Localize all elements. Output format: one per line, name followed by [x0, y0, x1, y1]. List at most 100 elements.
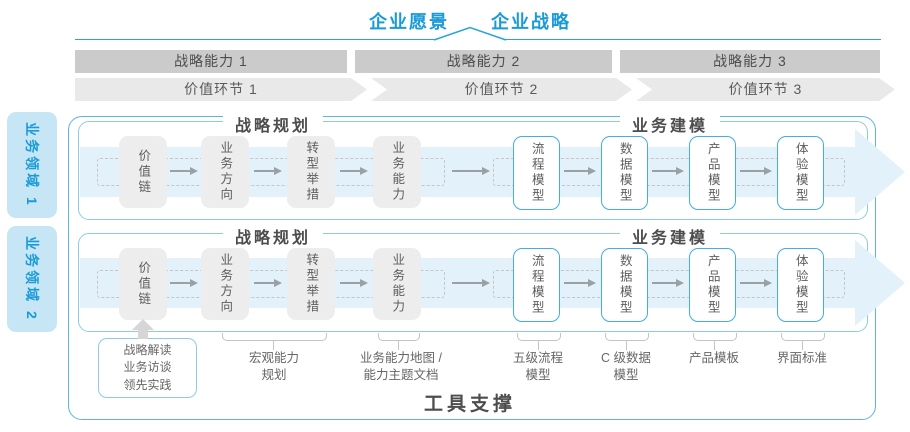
box-label: 业务能力	[390, 141, 405, 203]
business-domain-label-2: 业务领域 2	[7, 226, 57, 332]
group-header-modeling-row2: 业务建模	[619, 224, 721, 248]
flow-arrow-icon	[452, 279, 490, 287]
box-label: 数据模型	[617, 142, 632, 204]
flow-arrow-icon	[452, 167, 490, 175]
flow-arrowhead-row2-icon	[855, 240, 905, 326]
note-line: C 级数据	[600, 351, 652, 365]
box-business-capability-row1: 业务能力	[373, 136, 421, 208]
note-line: 宏观能力	[248, 351, 300, 365]
note-macro-capability: 宏观能力 规划	[249, 351, 299, 385]
modeling-dashed-group-row1	[493, 158, 845, 186]
capability-bar-1: 战略能力 1	[75, 50, 347, 73]
flow-arrow-icon	[170, 167, 198, 175]
value-link-chevron-2: 价值环节 2	[371, 78, 632, 101]
note-capability-map: 业务能力地图 / 能力主题文档	[360, 351, 442, 385]
box-label: 产品模型	[705, 254, 720, 316]
box-value-chain-row1: 价值链	[119, 136, 167, 208]
note-line: 业务能力地图 /	[360, 351, 442, 365]
planning-dashed-group-row2	[97, 270, 445, 298]
box-label: 流程模型	[529, 254, 544, 316]
bracket-stem	[538, 340, 539, 350]
bracket-process-model	[517, 333, 561, 341]
box-label: 转型举措	[304, 253, 319, 315]
inputs-note-box: 战略解读 业务访谈 领先实践	[98, 338, 197, 398]
note-line: 规划	[261, 368, 287, 382]
bracket-stem	[398, 340, 399, 350]
flow-arrow-icon	[170, 279, 198, 287]
tool-support-label: 工具支撑	[423, 394, 517, 415]
box-process-model-row2: 流程模型	[513, 248, 560, 322]
flow-arrow-icon	[740, 279, 772, 287]
note-data-model: C 级数据 模型	[601, 351, 651, 385]
flow-arrow-icon	[740, 167, 772, 175]
box-experience-model-row2: 体验模型	[777, 248, 824, 322]
note-line: 能力主题文档	[363, 368, 439, 382]
bracket-product-template	[693, 333, 737, 341]
note-line: 模型	[525, 368, 551, 382]
business-domain-label-1: 业务领域 1	[7, 112, 57, 218]
bracket-stem	[626, 340, 627, 350]
bracket-stem	[273, 340, 274, 350]
box-label: 业务方向	[218, 253, 233, 315]
bracket-stem	[802, 340, 803, 350]
box-business-capability-row2: 业务能力	[373, 248, 421, 320]
box-experience-model-row1: 体验模型	[777, 136, 824, 210]
capability-bar-3: 战略能力 3	[620, 50, 880, 73]
note-ui-standard: 界面标准	[777, 351, 827, 368]
domain-label-text: 业务领域 1	[24, 122, 40, 208]
capability-bar-2: 战略能力 2	[355, 50, 612, 73]
note-line: 产品模板	[688, 351, 740, 365]
box-value-chain-row2: 价值链	[119, 248, 167, 320]
inputs-line: 业务访谈	[123, 360, 172, 375]
up-arrow-icon	[132, 319, 154, 330]
bracket-capability-map	[378, 333, 420, 341]
flow-arrow-icon	[254, 279, 282, 287]
domain-label-text: 业务领域 2	[24, 236, 40, 322]
note-line: 五级流程	[512, 351, 564, 365]
inputs-line: 领先实践	[123, 377, 172, 392]
box-label: 业务方向	[218, 141, 233, 203]
box-label: 价值链	[136, 148, 151, 196]
bracket-stem	[714, 340, 715, 350]
value-link-chevron-1: 价值环节 1	[75, 78, 367, 101]
page-title: 企业愿景 企业战略	[15, 8, 910, 34]
note-process-model: 五级流程 模型	[513, 351, 563, 385]
flow-arrow-icon	[564, 279, 596, 287]
box-label: 体验模型	[793, 254, 808, 316]
flow-arrow-icon	[564, 167, 596, 175]
box-transformation-initiatives-row1: 转型举措	[287, 136, 335, 208]
box-transformation-initiatives-row2: 转型举措	[287, 248, 335, 320]
note-line: 界面标准	[776, 351, 828, 365]
box-label: 转型举措	[304, 141, 319, 203]
box-label: 产品模型	[705, 142, 720, 204]
flow-arrow-icon	[340, 167, 368, 175]
up-arrow-stem	[138, 330, 148, 339]
box-business-direction-row2: 业务方向	[201, 248, 249, 320]
group-header-planning-row2: 战略规划	[222, 224, 324, 248]
box-label: 体验模型	[793, 142, 808, 204]
box-product-model-row2: 产品模型	[689, 248, 736, 322]
box-label: 价值链	[136, 260, 151, 308]
note-product-template: 产品模板	[689, 351, 739, 368]
box-data-model-row1: 数据模型	[601, 136, 648, 210]
vision-title: 企业愿景	[369, 12, 449, 32]
bracket-data-model	[605, 333, 649, 341]
box-label: 数据模型	[617, 254, 632, 316]
box-label: 业务能力	[390, 253, 405, 315]
vision-pointer-caret-icon	[433, 26, 507, 41]
flow-arrow-icon	[340, 279, 368, 287]
box-product-model-row1: 产品模型	[689, 136, 736, 210]
group-header-modeling-row1: 业务建模	[619, 112, 721, 136]
bracket-macro-capability	[222, 333, 327, 341]
strategy-title: 企业战略	[491, 12, 571, 32]
flow-arrow-icon	[652, 279, 684, 287]
box-data-model-row2: 数据模型	[601, 248, 648, 322]
value-link-chevron-3: 价值环节 3	[636, 78, 895, 101]
modeling-dashed-group-row2	[493, 270, 845, 298]
bracket-ui-standard	[781, 333, 825, 341]
inputs-line: 战略解读	[123, 342, 172, 357]
flow-arrow-icon	[652, 167, 684, 175]
group-header-planning-row1: 战略规划	[222, 112, 324, 136]
flow-arrow-icon	[254, 167, 282, 175]
